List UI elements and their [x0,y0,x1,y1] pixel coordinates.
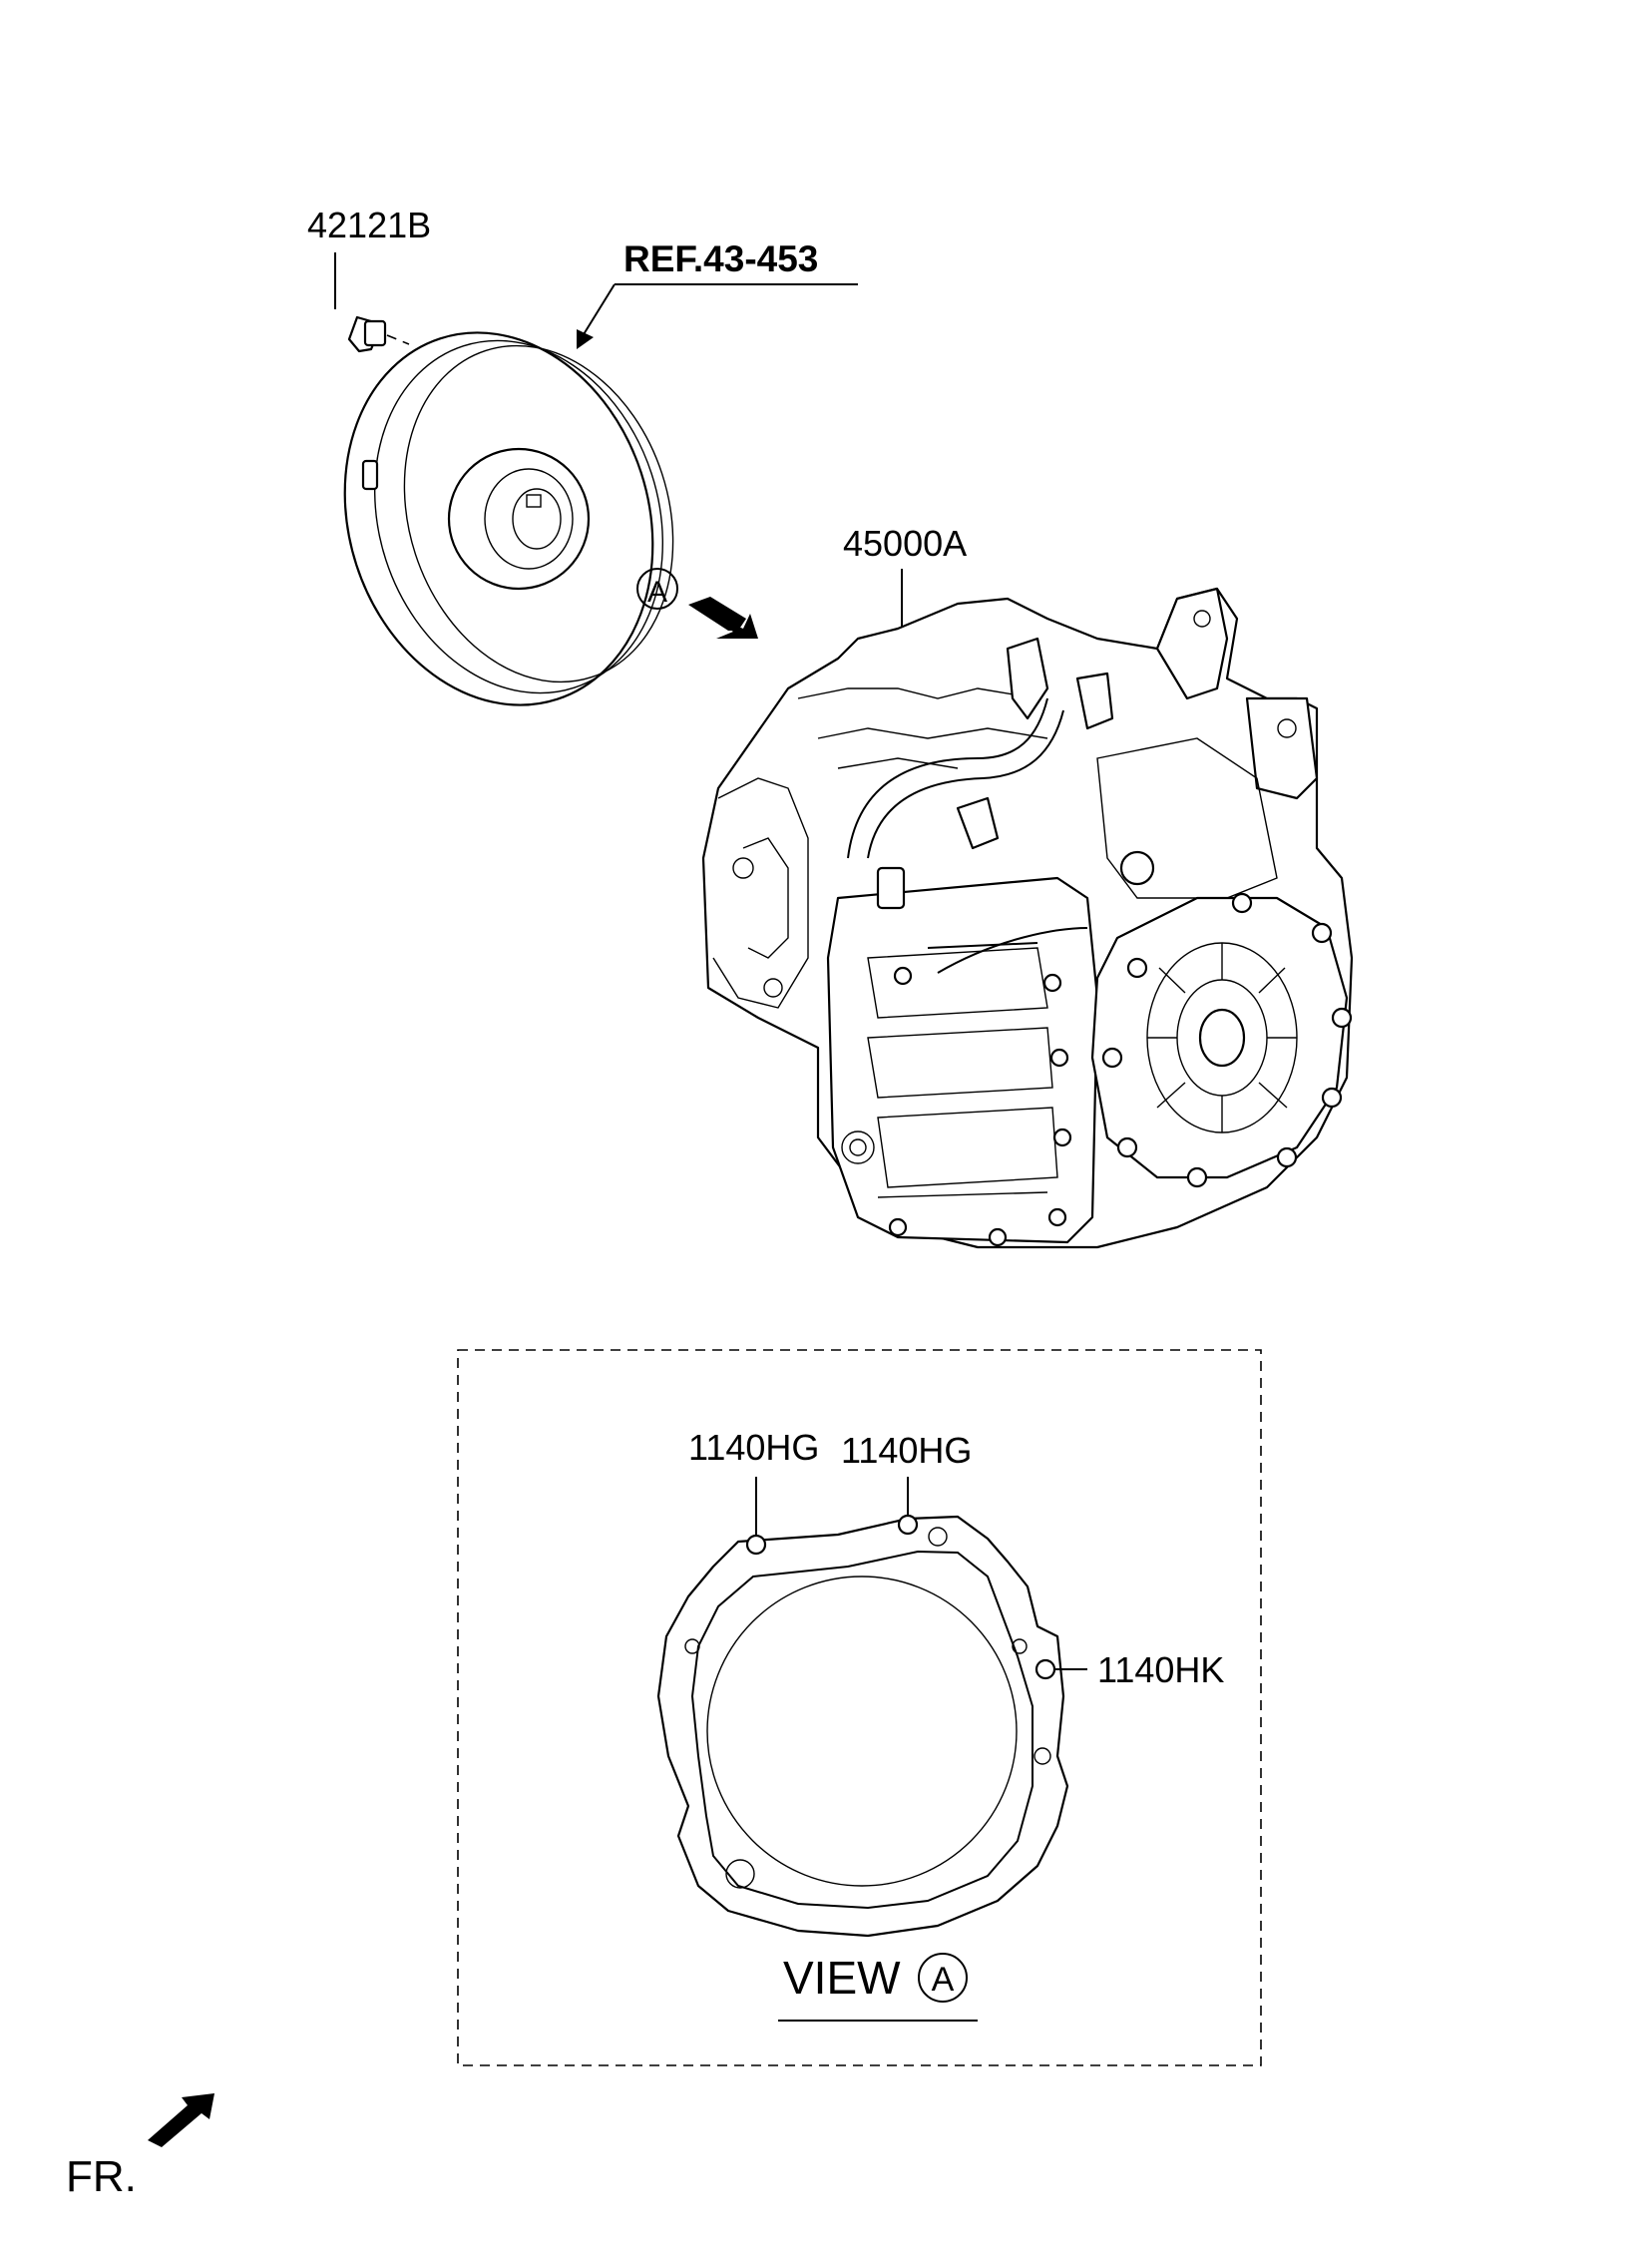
label-1140hk: 1140HK [1097,1649,1224,1690]
side-cover-bolts [1101,892,1353,1188]
label-45000a: 45000A [843,523,967,564]
ref-leader [577,283,858,349]
front-label: FR. [66,2152,137,2201]
view-a-marker [636,568,758,639]
view-marker-letter: A [647,576,667,609]
view-title: VIEW [783,1952,901,2004]
view-a-frame [457,1349,1262,2066]
view-title-letter: A [932,1961,955,1999]
side-cover-ribs [1147,943,1297,1132]
bolt-42121b [334,252,410,353]
transaxle-assembly [701,587,1354,1249]
pan-bolts [888,966,1072,1247]
dowel-right-hole [1034,1658,1056,1680]
dowel-left-hole [745,1534,767,1556]
housing-gasket [656,1514,1069,1938]
view-title-circle [918,1953,968,2003]
label-1140hg-1: 1140HG [688,1427,819,1468]
front-arrow-icon [148,2093,214,2147]
dowel-top-hole [897,1514,919,1536]
label-ref: REF.43-453 [623,238,818,279]
label-1140hg-2: 1140HG [841,1430,972,1471]
label-42121b: 42121B [307,205,431,245]
torque-converter [343,331,674,706]
